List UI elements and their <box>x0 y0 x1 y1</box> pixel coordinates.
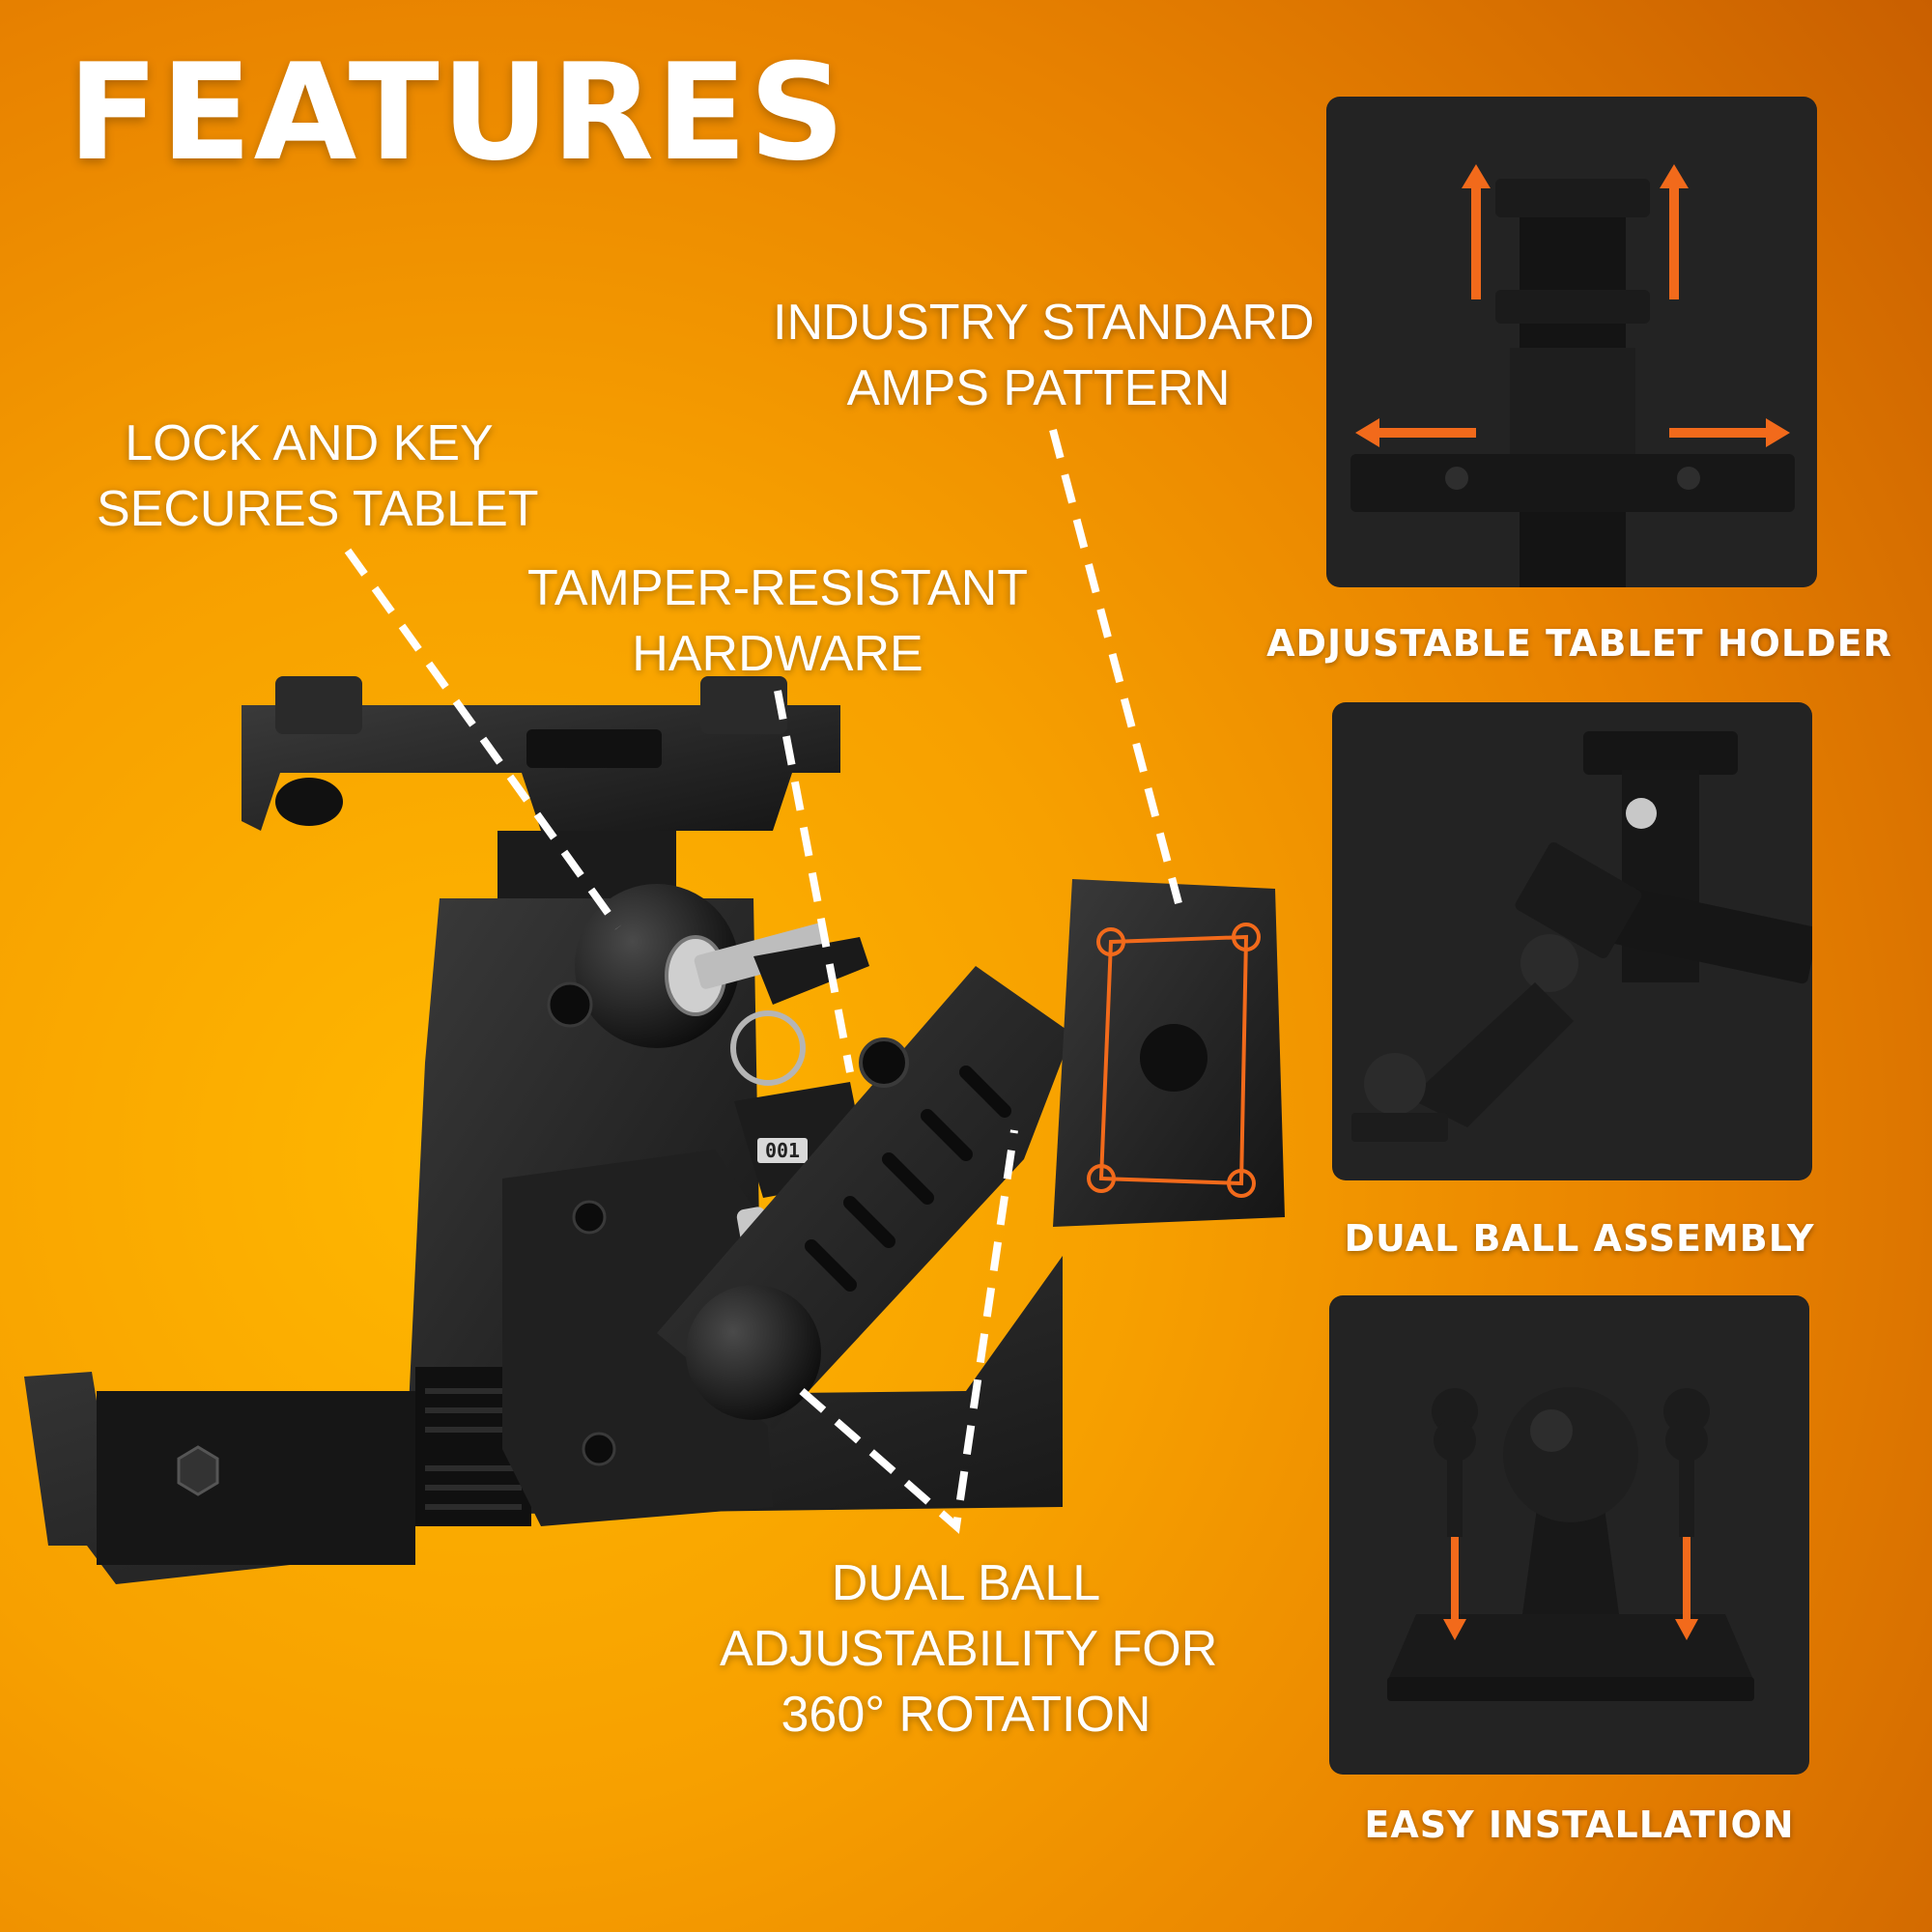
easy-installation-illustration <box>1387 1387 1754 1701</box>
panel-adjustable-holder <box>1326 97 1817 587</box>
screw-right <box>1663 1388 1710 1537</box>
callout-dual-ball: DUAL BALL ADJUSTABILITY FOR 360° ROTATIO… <box>720 1550 1218 1747</box>
leader-dual-ball <box>799 1129 1018 1534</box>
callout-lock-line2: SECURES TABLET <box>97 481 539 537</box>
lock-cylinder <box>547 884 832 1048</box>
caption-dual-ball: DUAL BALL ASSEMBLY <box>1344 1217 1815 1260</box>
panel-dual-ball <box>1332 702 1812 1180</box>
side-plate <box>502 1150 773 1526</box>
callout-lock-and-key: LOCK AND KEY SECURES TABLET <box>97 411 539 542</box>
expand-arrows <box>1355 164 1790 447</box>
screw-left <box>1432 1388 1478 1537</box>
callout-amps-pattern: INDUSTRY STANDARD AMPS PATTERN <box>773 290 1315 421</box>
callout-lock-line1: LOCK AND KEY <box>125 415 494 471</box>
top-clamp <box>242 676 840 898</box>
leader-amps <box>1049 428 1182 905</box>
install-arrows <box>1443 1537 1698 1640</box>
callout-ball-line1: DUAL BALL <box>831 1555 1101 1611</box>
amps-plate <box>1053 879 1285 1227</box>
callout-amps-line1: INDUSTRY STANDARD <box>773 295 1315 351</box>
key-tag-number: 001 <box>765 1139 800 1162</box>
callout-ball-line2: ADJUSTABILITY FOR <box>720 1621 1218 1677</box>
caption-easy-installation: EASY INSTALLATION <box>1364 1804 1795 1846</box>
page-title: FEATURES <box>68 35 847 190</box>
callout-tamper-line2: HARDWARE <box>632 626 923 682</box>
panel-easy-installation <box>1329 1295 1809 1775</box>
mount-arm <box>657 966 1072 1430</box>
leader-lines <box>344 428 1182 1534</box>
callout-tamper-line1: TAMPER-RESISTANT <box>526 560 1029 616</box>
callout-tamper-resistant: TAMPER-RESISTANT HARDWARE <box>517 555 1038 687</box>
caption-adjustable-holder: ADJUSTABLE TABLET HOLDER <box>1266 622 1892 665</box>
leader-tamper <box>774 690 854 1073</box>
dual-ball-illustration <box>1351 731 1812 1142</box>
adjustable-holder-illustration <box>1350 164 1795 587</box>
leader-lock <box>344 548 622 930</box>
callout-amps-line2: AMPS PATTERN <box>846 360 1231 416</box>
callout-ball-line3: 360° ROTATION <box>781 1687 1151 1743</box>
